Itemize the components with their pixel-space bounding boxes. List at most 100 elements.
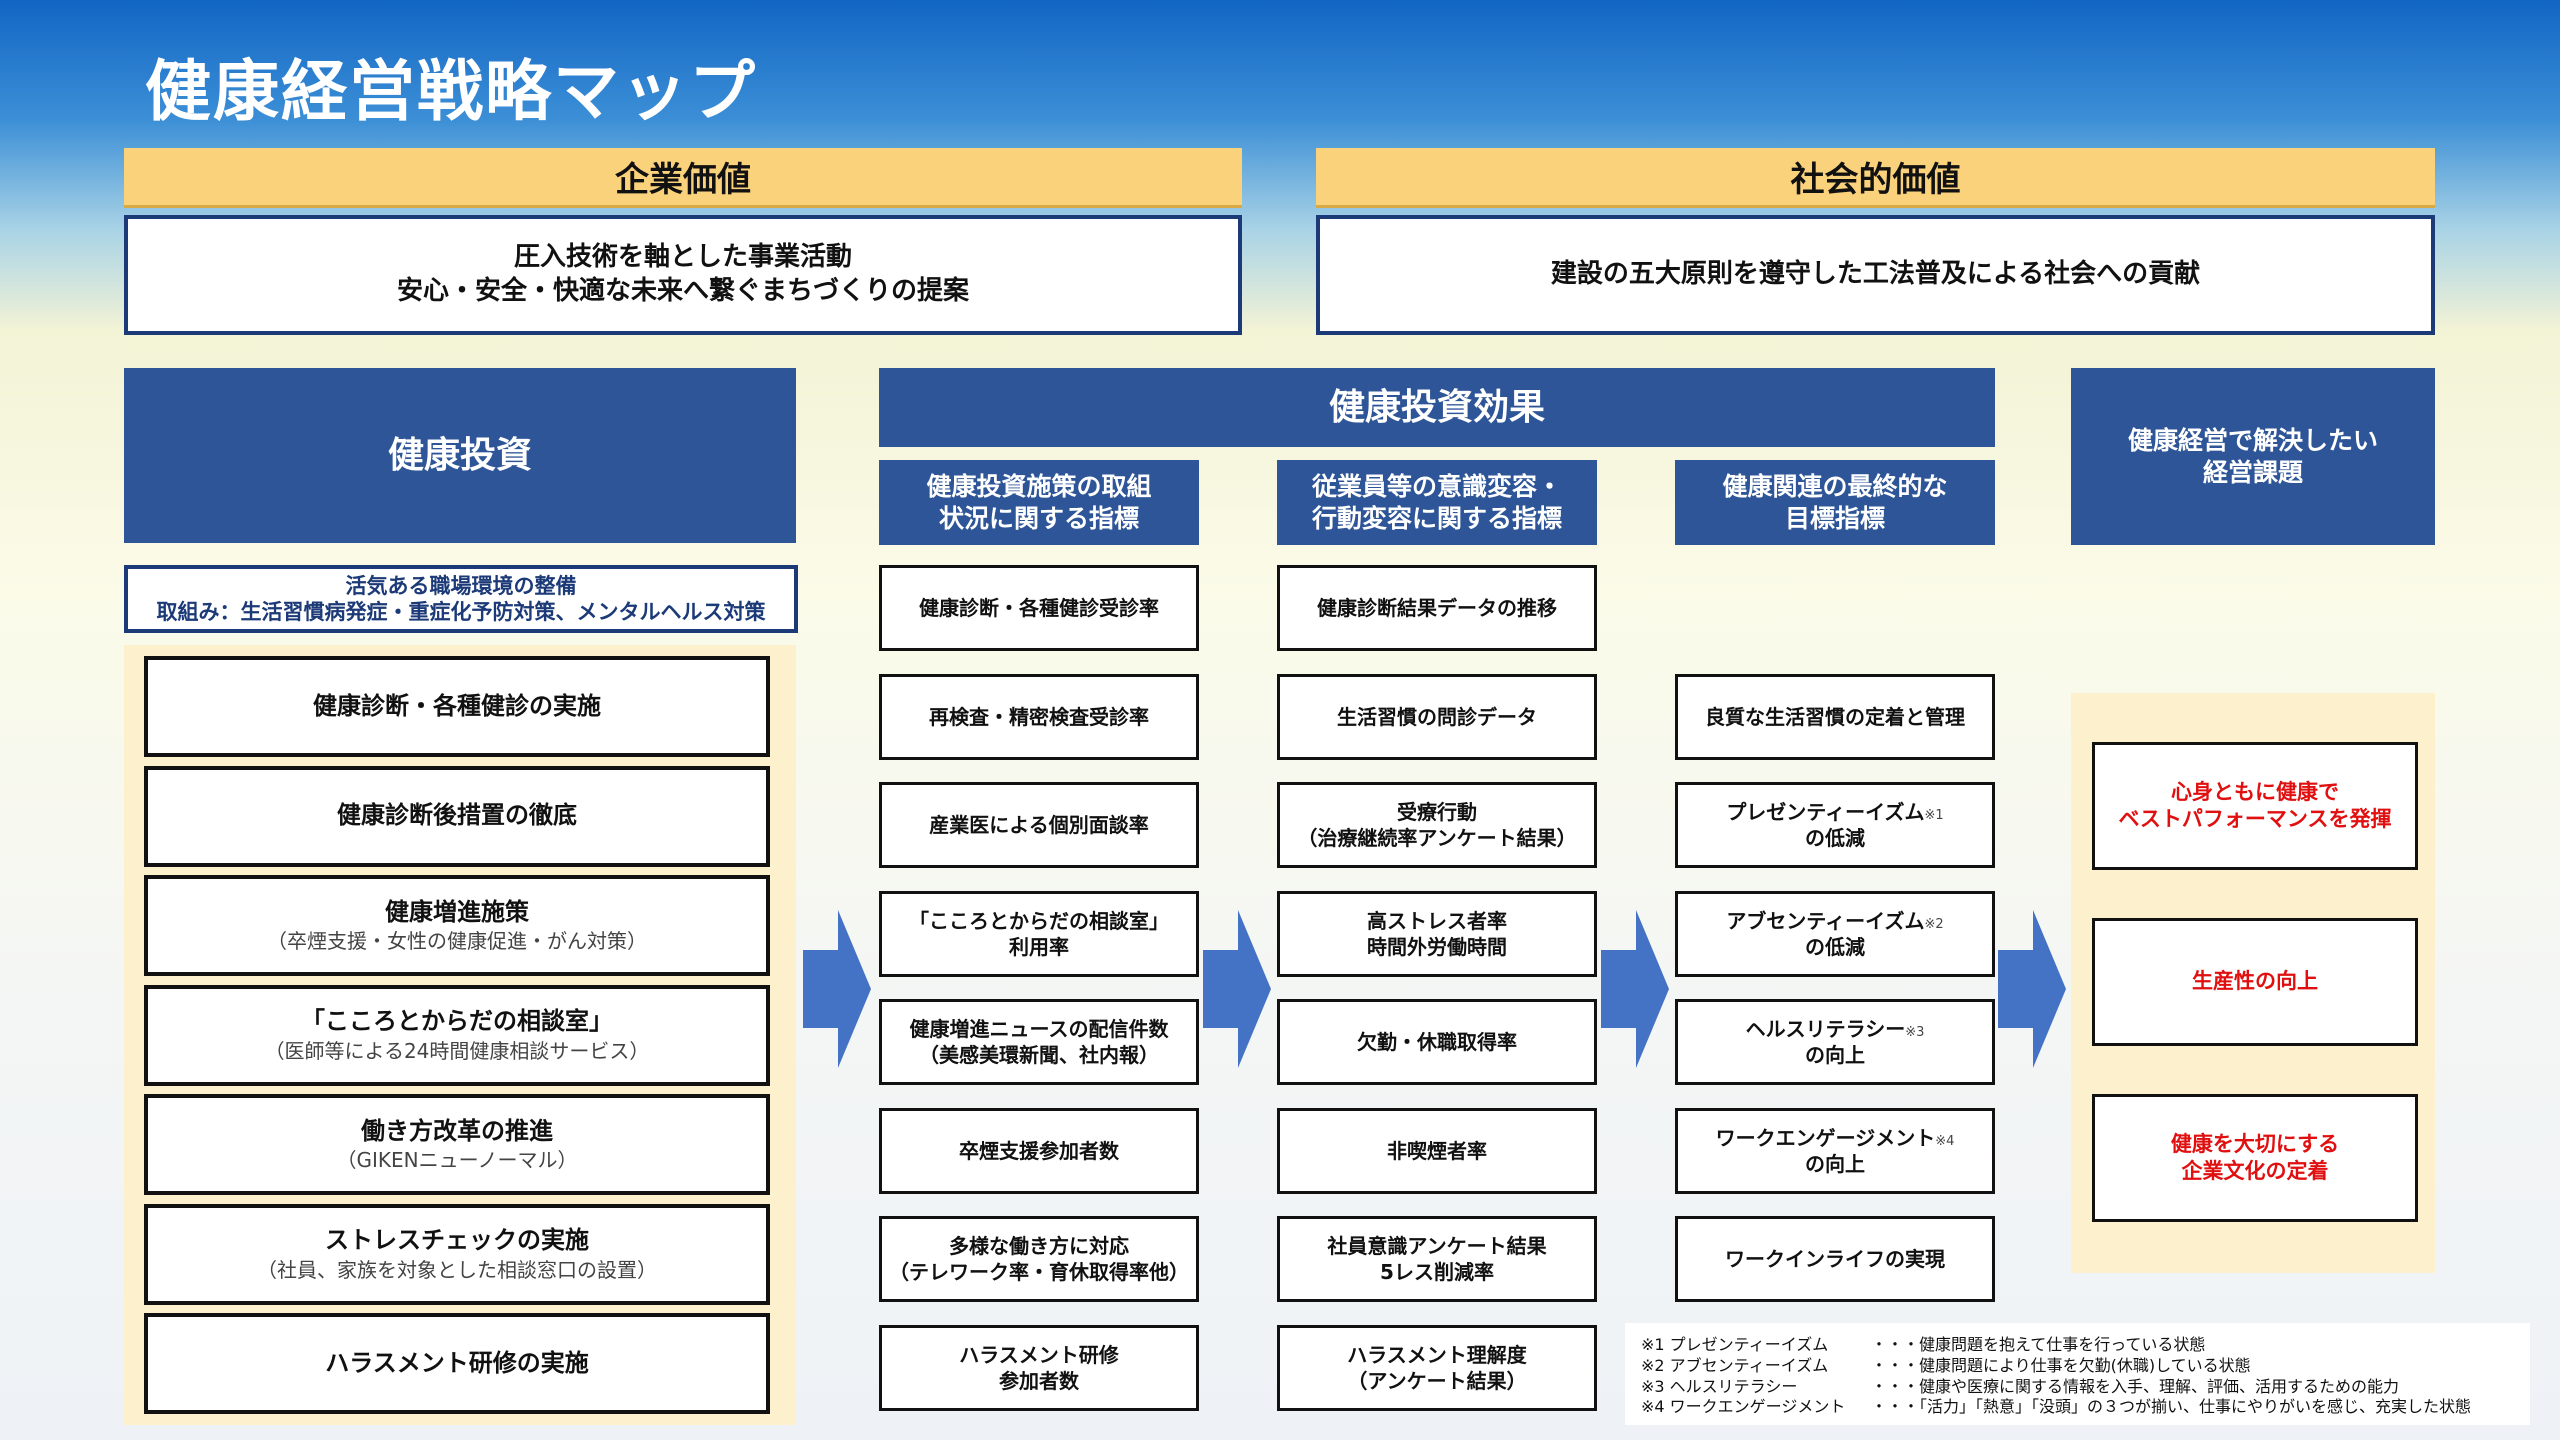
page-title: 健康経営戦略マップ — [145, 53, 757, 130]
indicator-box: 卒煙支援参加者数 — [879, 1107, 1199, 1194]
footnote-mark: ※1 — [1924, 808, 1944, 823]
indicator-line: アブセンティーイズム※2 — [1726, 908, 1943, 934]
indicator-box: 産業医による個別面談率 — [879, 782, 1199, 868]
corporate-value-line: 安心・安全・快適な未来へ繋ぐまちづくりの提案 — [396, 276, 969, 306]
header-line: 健康関連の最終的な — [1722, 472, 1948, 502]
indicator-line: （治療継続率アンケート結果） — [1297, 826, 1577, 850]
item-subtitle: （医師等による24時間健康相談サービス） — [264, 1038, 650, 1063]
investment-item: 「こころとからだの相談室」（医師等による24時間健康相談サービス） — [144, 984, 770, 1086]
indicator-text: アブセンティーイズム — [1726, 908, 1925, 933]
corporate-value-line: 圧入技術を軸とした事業活動 — [513, 242, 852, 273]
indicator-text: プレゼンティーイズム — [1726, 800, 1925, 824]
issues-header-line: 経営課題 — [2202, 457, 2303, 487]
item-title: 働き方改革の推進 — [361, 1116, 553, 1145]
indicator-line: 良質な生活習慣の定着と管理 — [1705, 704, 1965, 729]
social-value-text: 建設の五大原則を遵守した工法普及による社会への貢献 — [1550, 259, 2201, 290]
indicator-line: 卒煙支援参加者数 — [959, 1138, 1119, 1163]
indicator-line: ハラスメント研修 — [959, 1342, 1119, 1367]
indicator-box: 高ストレス者率時間外労働時間 — [1277, 890, 1597, 977]
header-line: 状況に関する指標 — [938, 503, 1139, 533]
indicator-line: の向上 — [1805, 1151, 1865, 1176]
footnote: ※3 ヘルスリテラシー・・・健康や医療に関する情報を入手、理解、評価、活用するた… — [1641, 1376, 2400, 1396]
indicator-line: 多様な働き方に対応 — [949, 1234, 1129, 1258]
effects-header: 健康投資効果 — [879, 368, 1995, 447]
item-title: ストレスチェックの実施 — [325, 1226, 589, 1255]
footnote-mark: ※3 — [1905, 1025, 1925, 1040]
footnotes: ※1 プレゼンティーイズム・・・健康問題を抱えて仕事を行っている状態 ※2 アブ… — [1625, 1323, 2530, 1425]
indicator-line: ハラスメント理解度 — [1347, 1342, 1527, 1367]
indicator-box: 生活習慣の問診データ — [1277, 673, 1597, 760]
indicator-line: 5レス削減率 — [1380, 1260, 1494, 1284]
footnote-mark: ※4 — [1935, 1133, 1955, 1149]
indicator-line: 欠勤・休職取得率 — [1357, 1030, 1517, 1054]
investment-item: 健康増進施策 （卒煙支援・女性の健康促進・がん対策） — [144, 875, 770, 976]
indicator-line: 健康診断結果データの推移 — [1317, 596, 1557, 620]
issue-line: 企業文化の定着 — [2181, 1159, 2329, 1183]
indicator-line: （テレワーク率・育休取得率他） — [889, 1260, 1189, 1284]
indicator-box: 健康増進ニュースの配信件数（美感美環新聞、社内報） — [879, 999, 1199, 1085]
item-title: 健康増進施策 — [385, 897, 529, 926]
investment-item: 働き方改革の推進 （GIKENニューノーマル） — [144, 1094, 770, 1195]
investment-item: ストレスチェックの実施（社員、家族を対象とした相談窓口の設置） — [144, 1203, 770, 1305]
issues-header-line: 健康経営で解決したい — [2127, 426, 2378, 456]
indicator-line: ワークエンゲージメント※4 — [1716, 1125, 1955, 1151]
social-value-header: 社会的価値 — [1316, 148, 2435, 208]
issue-line: 生産性の向上 — [2192, 969, 2318, 994]
corporate-value-box: 圧入技術を軸とした事業活動 安心・安全・快適な未来へ繋ぐまちづくりの提案 — [124, 215, 1242, 335]
item-title: 健康診断・各種健診の実施 — [313, 691, 601, 720]
issue-box: 心身ともに健康でベストパフォーマンスを発揮 — [2092, 742, 2418, 870]
issue-box: 生産性の向上 — [2092, 918, 2418, 1046]
footnote: ※2 アブセンティーイズム・・・健康問題により仕事を欠勤(休職)している状態 — [1641, 1355, 2251, 1375]
indicator-line: 健康増進ニュースの配信件数 — [909, 1017, 1169, 1041]
footnote-mark: ※2 — [1924, 916, 1944, 932]
arrow-right-icon — [1203, 910, 1271, 1068]
indicator-line: ヘルスリテラシー※3 — [1746, 1016, 1925, 1042]
indicator-box: 健康診断・各種健診受診率 — [879, 565, 1199, 651]
indicator-line: 「こころとからだの相談室」 — [909, 908, 1169, 933]
indicator-line: 社員意識アンケート結果 — [1327, 1234, 1547, 1258]
investment-banner: 活気ある職場環境の整備 取組み：生活習慣病発症・重症化予防対策、メンタルヘルス対… — [124, 565, 798, 633]
social-value-box: 建設の五大原則を遵守した工法普及による社会への貢献 — [1316, 215, 2435, 335]
indicator-line: プレゼンティーイズム※1 — [1726, 799, 1943, 825]
item-title: 健康診断後措置の徹底 — [337, 801, 577, 830]
investment-item: 健康診断後措置の徹底 — [144, 765, 770, 867]
item-subtitle: （卒煙支援・女性の健康促進・がん対策） — [267, 929, 647, 954]
indicator-line: の低減 — [1805, 934, 1865, 959]
indicator-line: 産業医による個別面談率 — [929, 813, 1149, 837]
indicator-line: 高ストレス者率 — [1367, 908, 1507, 933]
indicator-line: ワークインライフの実現 — [1725, 1247, 1945, 1271]
item-title: ハラスメント研修の実施 — [325, 1348, 589, 1377]
item-subtitle: （GIKENニューノーマル） — [336, 1148, 578, 1173]
indicator-box: 「こころとからだの相談室」利用率 — [879, 890, 1199, 977]
indicator-box: ワークインライフの実現 — [1675, 1216, 1995, 1302]
indicator-line: 再検査・精密検査受診率 — [929, 704, 1149, 729]
indicator-text: ワークエンゲージメント — [1715, 1125, 1936, 1150]
indicator-box: 再検査・精密検査受診率 — [879, 673, 1199, 760]
col3-header: 健康関連の最終的な目標指標 — [1675, 460, 1995, 545]
item-subtitle: （社員、家族を対象とした相談窓口の設置） — [257, 1257, 657, 1282]
header-line: 従業員等の意識変容・ — [1311, 472, 1562, 502]
indicator-box: 受療行動（治療継続率アンケート結果） — [1277, 782, 1597, 868]
banner-title: 活気ある職場環境の整備 — [345, 573, 577, 598]
indicator-line: 生活習慣の問診データ — [1337, 704, 1537, 729]
issue-line: ベストパフォーマンスを発揮 — [2118, 807, 2392, 831]
col1-header: 健康投資施策の取組状況に関する指標 — [879, 460, 1199, 545]
header-line: 行動変容に関する指標 — [1311, 503, 1562, 533]
indicator-box: ハラスメント研修参加者数 — [879, 1324, 1199, 1411]
footnote: ※1 プレゼンティーイズム・・・健康問題を抱えて仕事を行っている状態 — [1641, 1335, 2206, 1354]
indicator-text: ヘルスリテラシー — [1745, 1017, 1906, 1041]
issues-header: 健康経営で解決したい 経営課題 — [2071, 368, 2435, 545]
arrow-right-icon — [1998, 910, 2066, 1068]
issue-line: 心身ともに健康で — [2171, 779, 2339, 804]
indicator-line: 利用率 — [1009, 934, 1069, 959]
indicator-line: の低減 — [1805, 826, 1865, 850]
header-line: 目標指標 — [1784, 503, 1885, 533]
indicator-box: 多様な働き方に対応（テレワーク率・育休取得率他） — [879, 1216, 1199, 1302]
indicator-line: （アンケート結果） — [1347, 1368, 1527, 1393]
footnote: ※4 ワークエンゲージメント・・・「活力」「熱意」「没頭」の３つが揃い、仕事にや… — [1641, 1397, 2472, 1417]
